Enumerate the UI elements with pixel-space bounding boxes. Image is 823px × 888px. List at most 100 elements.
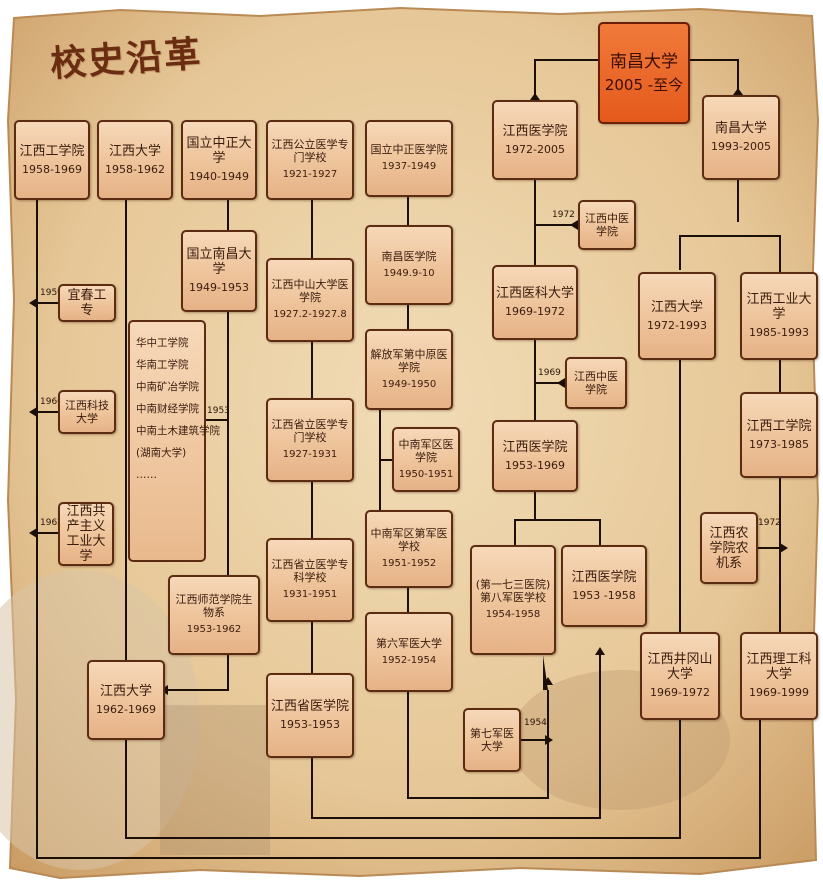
- node-zhongnan-military-medical: 中南军区医学院 1950-1951: [392, 427, 460, 492]
- node-years: 1951-1952: [381, 558, 437, 569]
- node-name: 中南军区第军医学校: [370, 527, 448, 553]
- node-years: 1953-1962: [186, 624, 242, 635]
- node-years: 1993-2005: [711, 140, 771, 153]
- node-name: 江西中医学院: [585, 212, 629, 238]
- node-name: 江西井冈山大学: [647, 652, 713, 682]
- node-years: 1940-1949: [189, 170, 249, 183]
- node-years: 1969-1972: [650, 686, 710, 699]
- node-name: 南昌大学: [610, 52, 678, 72]
- node-jiangxi-provincial-medical-1927: 江西省立医学专门学校 1927-1931: [266, 398, 354, 482]
- node-name: 解放军第中原医学院: [370, 347, 448, 374]
- list-item: 华南工学院: [136, 359, 189, 371]
- node-years: 1953-1953: [280, 718, 340, 731]
- node-pla-173-hospital: (第一七三医院)第八军医学校 1954-1958: [470, 545, 556, 655]
- node-zhongnan-army-medical-school: 中南军区第军医学校 1951-1952: [365, 510, 453, 588]
- node-years: 1949-1953: [189, 281, 249, 294]
- list-item: 中南土木建筑学院: [136, 425, 220, 437]
- node-name: 江西省医学院: [270, 699, 349, 714]
- node-name: 江西大学: [108, 143, 161, 159]
- node-jiangxi-medical-university: 江西医科大学 1969-1972: [492, 265, 578, 340]
- node-jiangxi-tech-university: 江西科技大学: [58, 390, 116, 434]
- node-name: 江西师范学院生物系: [175, 593, 253, 619]
- node-jiangxi-provincial-medical-college: 江西省医学院 1953-1953: [266, 673, 354, 758]
- node-name: 江西理工科大学: [746, 652, 812, 682]
- node-yichun-polytechnic: 宜春工专: [58, 284, 116, 322]
- node-jiangxi-university-1962: 江西大学 1962-1969: [87, 660, 165, 740]
- year-label: 1960: [40, 397, 63, 407]
- year-label: 1972: [758, 518, 781, 528]
- node-years: 1972-1993: [647, 318, 707, 332]
- year-label: 1953: [207, 406, 230, 416]
- node-years: 1931-1951: [282, 589, 338, 600]
- node-national-nanchang-university: 国立南昌大学 1949-1953: [181, 230, 257, 312]
- node-years: 1973-1985: [749, 437, 809, 451]
- node-jiangxi-communist-industrial-university: 江西共产主义工业大学: [58, 502, 114, 566]
- node-years: 1927.2-1927.8: [273, 309, 347, 320]
- node-nanchang-medical-college: 南昌医学院 1949.9-10: [365, 225, 453, 305]
- node-name: 宜春工专: [67, 288, 107, 318]
- node-jiangxi-normal-biology: 江西师范学院生物系 1953-1962: [168, 575, 260, 655]
- node-years: 1985-1993: [749, 326, 809, 339]
- node-name: 江西公立医学专门学校: [271, 138, 349, 164]
- node-nanchang-university-1993: 南昌大学 1993-2005: [702, 95, 780, 180]
- node-zhongzheng-university: 国立中正大学 1940-1949: [181, 120, 257, 200]
- node-years: 1937-1949: [381, 161, 437, 172]
- node-jiangxi-provincial-medical-1931: 江西省立医学专科学校 1931-1951: [266, 538, 354, 622]
- node-years: 1969-1999: [749, 686, 809, 699]
- node-years: 1958-1969: [22, 162, 82, 176]
- node-years: 1949.9-10: [383, 267, 435, 279]
- node-seventh-military-medical-university: 第七军医大学: [463, 708, 521, 772]
- node-years: 2005 -至今: [604, 76, 684, 94]
- node-years: 1952-1954: [381, 654, 437, 666]
- node-name: (第一七三医院)第八军医学校: [475, 578, 551, 604]
- node-name: 江西医学院: [502, 439, 568, 455]
- node-name: 江西大学: [650, 299, 703, 315]
- node-name: 第七军医大学: [470, 727, 514, 753]
- node-name: 江西工学院: [746, 418, 812, 434]
- node-name: 江西科技大学: [65, 399, 109, 425]
- year-label: 1954: [524, 718, 547, 728]
- node-jiangxi-engineering-1958: 江西工学院 1958-1969: [14, 120, 90, 200]
- node-jiangxi-agricultural-machinery: 江西农学院农机系: [700, 512, 758, 584]
- node-nanchang-university-current: 南昌大学 2005 -至今: [598, 22, 690, 124]
- list-item: (湖南大学): [136, 447, 187, 459]
- node-name: 江西中山大学医学院: [271, 278, 349, 304]
- node-years: 1954-1958: [485, 609, 541, 620]
- node-name: 国立中正大学: [186, 136, 252, 166]
- node-jiangxi-science-engineering-university: 江西理工科大学 1969-1999: [740, 632, 818, 720]
- node-years: 1972-2005: [505, 142, 565, 156]
- node-jiangxi-university-1972: 江西大学 1972-1993: [638, 272, 716, 360]
- page-title: 校史沿革: [48, 32, 204, 86]
- node-years: 1953-1969: [505, 458, 565, 472]
- node-years: 1958-1962: [105, 162, 165, 176]
- year-label: 1972: [552, 210, 575, 220]
- node-name: 江西医科大学: [496, 286, 575, 301]
- node-name: 江西工学院: [19, 143, 85, 159]
- merged-institutions-list: 华中工学院 华南工学院 中南矿冶学院 中南财经学院 中南土木建筑学院 (湖南大学…: [128, 320, 220, 562]
- list-item: 华中工学院: [136, 337, 189, 349]
- node-zhongzheng-medical-college: 国立中正医学院 1937-1949: [365, 120, 453, 197]
- node-zhongshan-medical: 江西中山大学医学院 1927.2-1927.8: [266, 258, 354, 342]
- node-name: 江西共产主义工业大学: [66, 504, 106, 564]
- node-name: 江西省立医学专门学校: [271, 418, 349, 444]
- node-jinggangshan-university: 江西井冈山大学 1969-1972: [640, 632, 720, 720]
- node-name: 江西中医学院: [574, 370, 618, 396]
- node-name: 江西医学院: [502, 123, 568, 139]
- node-name: 江西大学: [99, 683, 152, 699]
- node-jiangxi-engineering-1973: 江西工学院 1973-1985: [740, 392, 818, 478]
- node-jiangxi-medical-college-1972: 江西医学院 1972-2005: [492, 100, 578, 180]
- node-name: 江西医学院: [571, 569, 637, 585]
- node-years: 1949-1950: [381, 378, 437, 390]
- node-years: 1950-1951: [398, 468, 454, 480]
- node-jiangxi-tcm-college-2: 江西中医学院: [565, 357, 627, 409]
- node-name: 国立南昌大学: [186, 247, 252, 277]
- node-name: 南昌大学: [714, 121, 767, 136]
- year-label: 1962: [40, 518, 63, 528]
- node-name: 中南军区医学院: [398, 437, 454, 464]
- node-name: 南昌医学院: [381, 249, 437, 263]
- node-name: 江西省立医学专科学校: [271, 558, 349, 584]
- node-jiangxi-medical-college-1953b: 江西医学院 1953 -1958: [561, 545, 647, 627]
- node-jiangxi-university-1958: 江西大学 1958-1962: [97, 120, 173, 200]
